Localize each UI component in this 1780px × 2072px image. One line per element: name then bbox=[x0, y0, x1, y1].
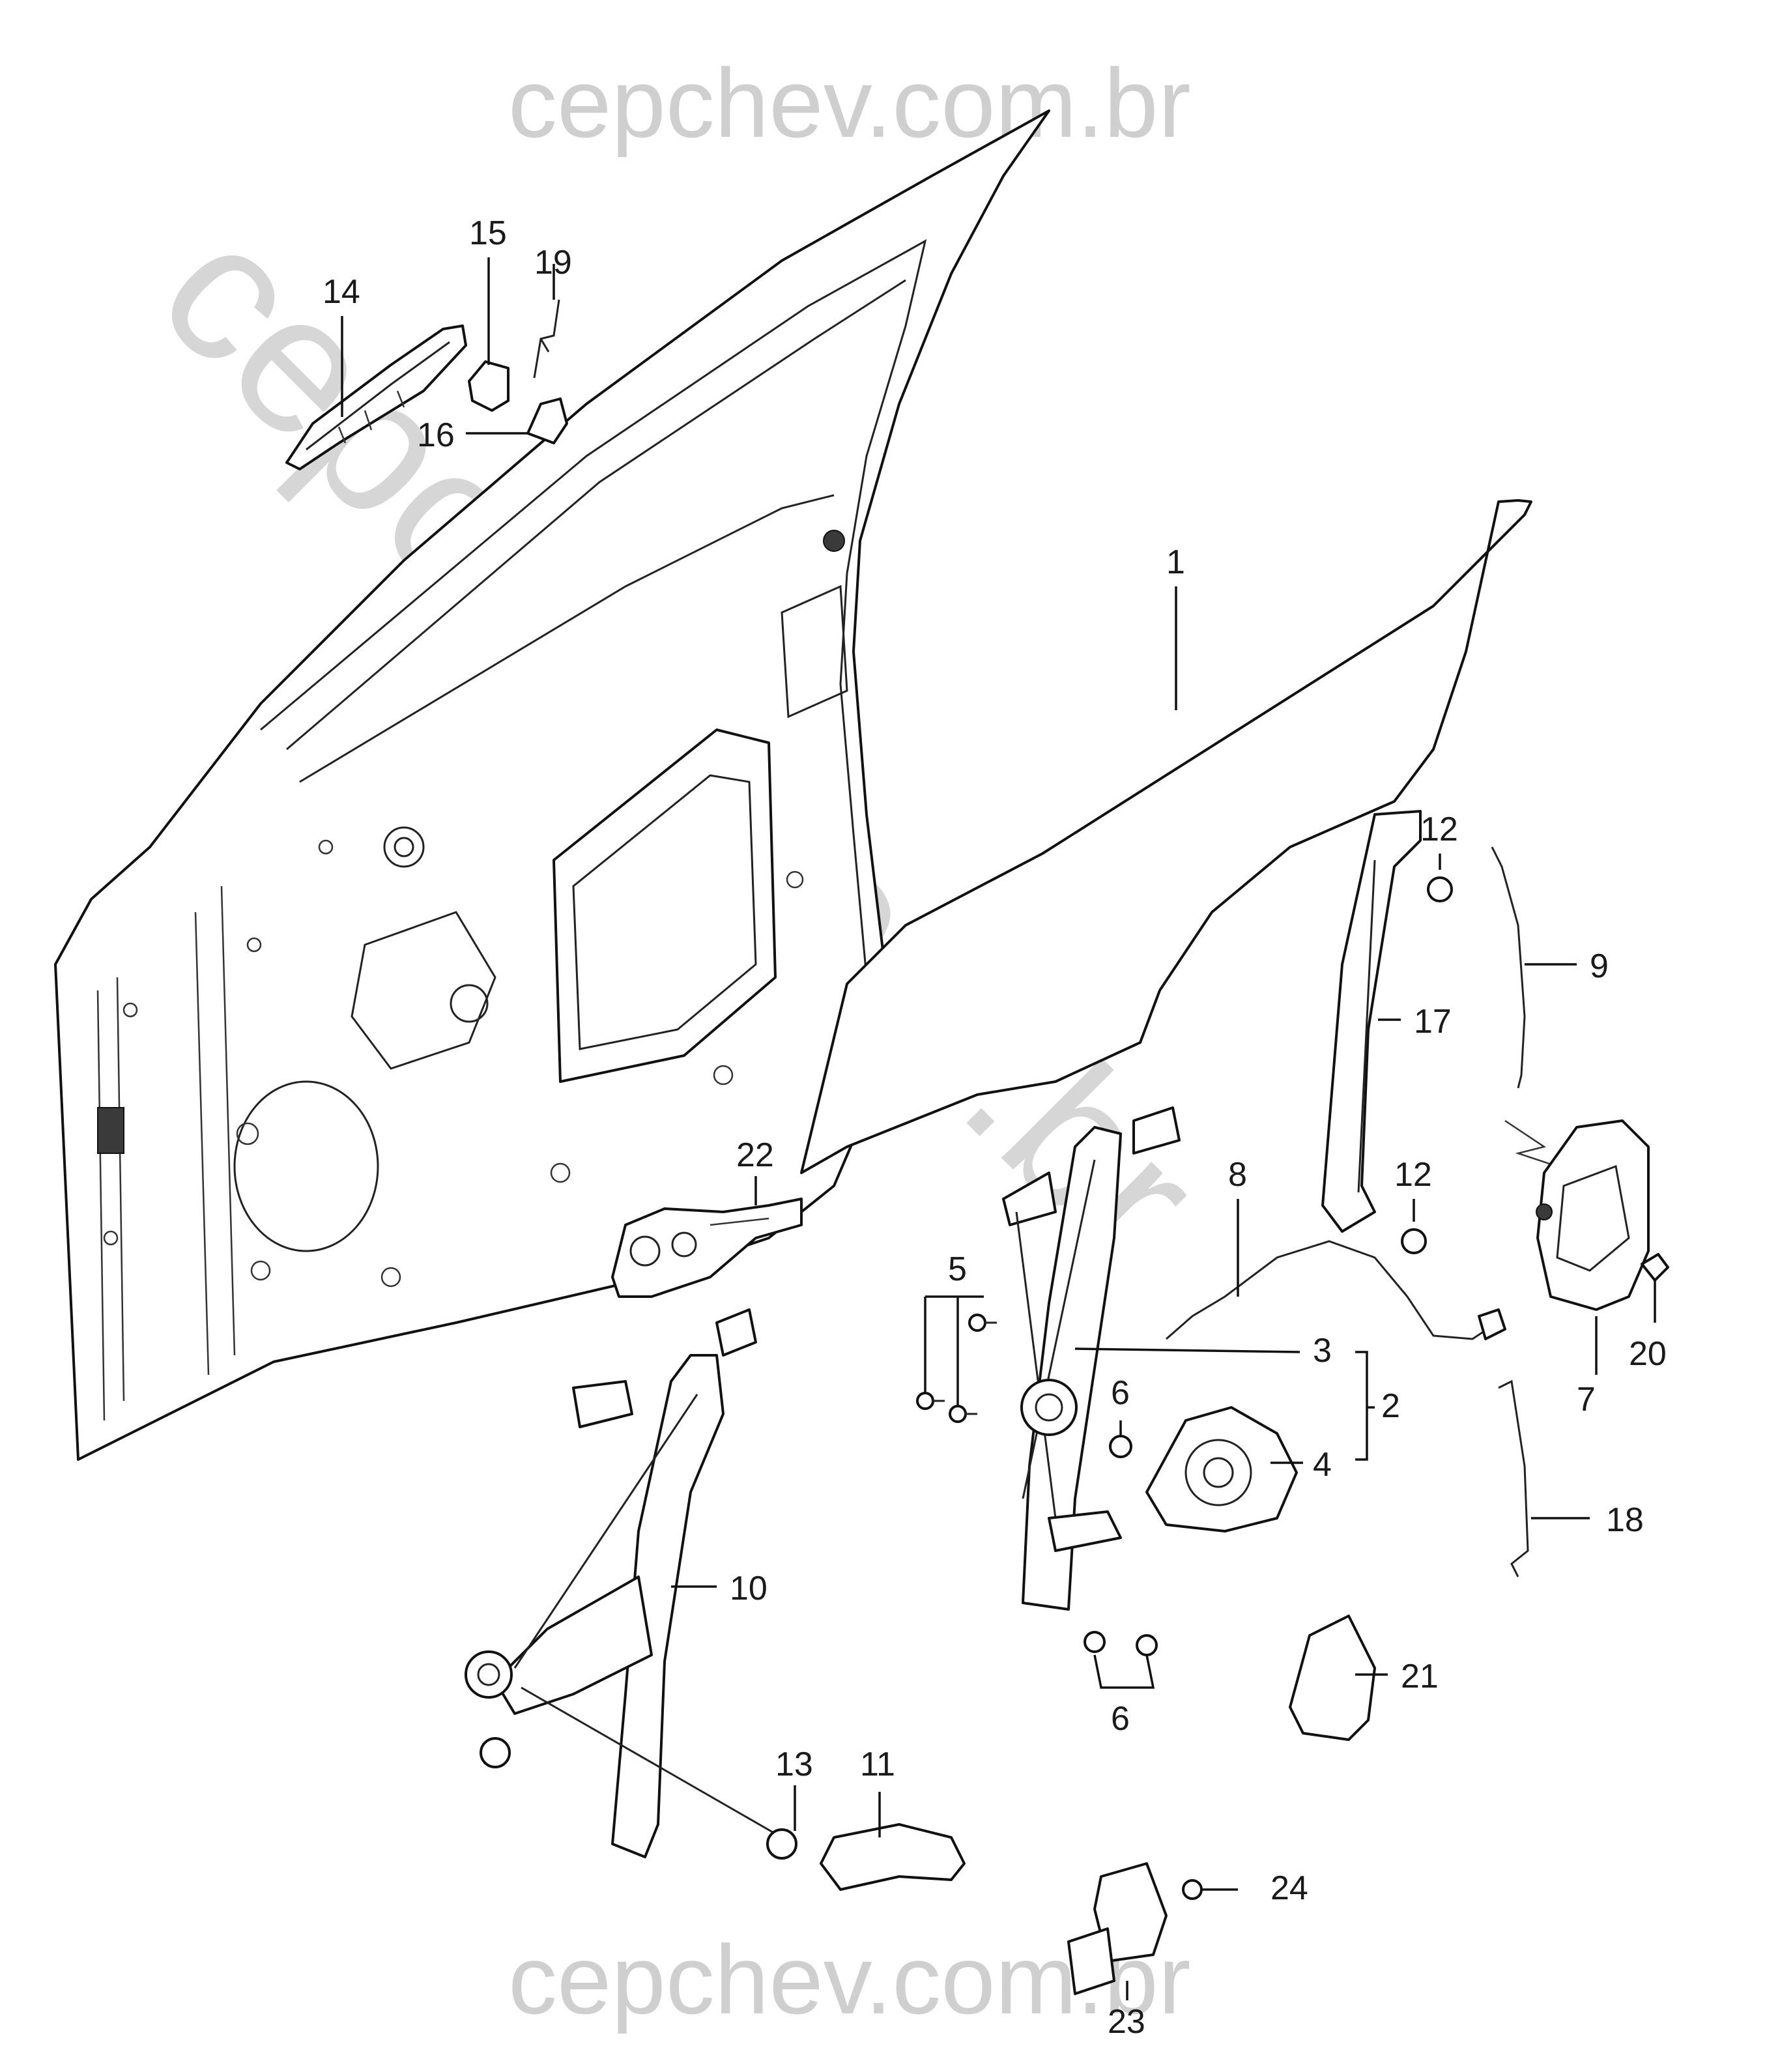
callout-4: 4 bbox=[1313, 1446, 1332, 1484]
manual-window-regulator bbox=[465, 1308, 782, 1858]
nut-6c bbox=[1136, 1634, 1158, 1656]
window-crank-handle bbox=[820, 1823, 966, 1891]
callout-13: 13 bbox=[775, 1746, 813, 1783]
callout-17: 17 bbox=[1414, 1003, 1452, 1041]
lock-cylinder-cap bbox=[468, 360, 510, 412]
mounting-bolts bbox=[916, 1314, 997, 1423]
callout-3: 3 bbox=[1313, 1332, 1332, 1370]
callout-10: 10 bbox=[730, 1570, 768, 1607]
power-window-regulator bbox=[1002, 1106, 1181, 1611]
callout-labels: 1 2 3 4 5 6 6 7 8 9 10 11 12 12 13 14 15… bbox=[323, 214, 1667, 2041]
nut-lower bbox=[1401, 1228, 1427, 1254]
callout-2: 2 bbox=[1381, 1387, 1400, 1425]
callout-9: 9 bbox=[1590, 947, 1609, 985]
callout-18: 18 bbox=[1606, 1501, 1644, 1539]
callout-16: 16 bbox=[417, 416, 455, 454]
nut-6a bbox=[1109, 1435, 1132, 1458]
callout-19: 19 bbox=[534, 244, 572, 281]
leader-lines bbox=[341, 257, 1656, 2000]
inside-handle-bracket bbox=[611, 1198, 803, 1298]
callout-6-upper: 6 bbox=[1111, 1374, 1130, 1412]
callout-21: 21 bbox=[1401, 1658, 1439, 1695]
crank-washer bbox=[766, 1828, 797, 1860]
rear-glass-run-channel bbox=[1321, 810, 1422, 1233]
callout-7: 7 bbox=[1577, 1381, 1596, 1418]
window-control-module bbox=[1067, 1862, 1168, 1995]
outside-handle-bezel bbox=[285, 324, 467, 470]
callout-23: 23 bbox=[1108, 2003, 1145, 2041]
callout-1: 1 bbox=[1166, 543, 1185, 581]
callout-5: 5 bbox=[948, 1250, 967, 1288]
module-screw bbox=[1182, 1879, 1203, 1900]
callout-12-upper: 12 bbox=[1420, 811, 1458, 848]
latch-clip bbox=[1641, 1253, 1669, 1282]
callout-15: 15 bbox=[469, 214, 507, 252]
lock-rod-lower bbox=[1498, 1379, 1529, 1577]
window-glass bbox=[800, 499, 1532, 1174]
callout-24: 24 bbox=[1270, 1869, 1308, 1907]
retainer-clip bbox=[533, 299, 560, 379]
door-latch bbox=[1536, 1119, 1650, 1311]
callout-6-lower: 6 bbox=[1111, 1700, 1130, 1738]
window-motor bbox=[1145, 1406, 1298, 1532]
callout-8: 8 bbox=[1228, 1156, 1247, 1194]
callout-12-lower: 12 bbox=[1394, 1156, 1432, 1194]
cylinder-seal bbox=[526, 397, 568, 444]
callout-20: 20 bbox=[1629, 1335, 1667, 1373]
lock-rod-upper bbox=[1491, 846, 1526, 1089]
inside-release-cable bbox=[1166, 1240, 1493, 1340]
callout-11: 11 bbox=[860, 1746, 895, 1783]
nut-6b bbox=[1084, 1631, 1106, 1653]
callout-22: 22 bbox=[736, 1136, 774, 1174]
lock-actuator bbox=[1289, 1615, 1376, 1741]
door-inner-panel bbox=[54, 109, 1050, 1461]
nut-upper bbox=[1427, 876, 1453, 902]
callout-14: 14 bbox=[323, 273, 360, 311]
watermark-top: cepchev.com.br bbox=[508, 48, 1191, 158]
